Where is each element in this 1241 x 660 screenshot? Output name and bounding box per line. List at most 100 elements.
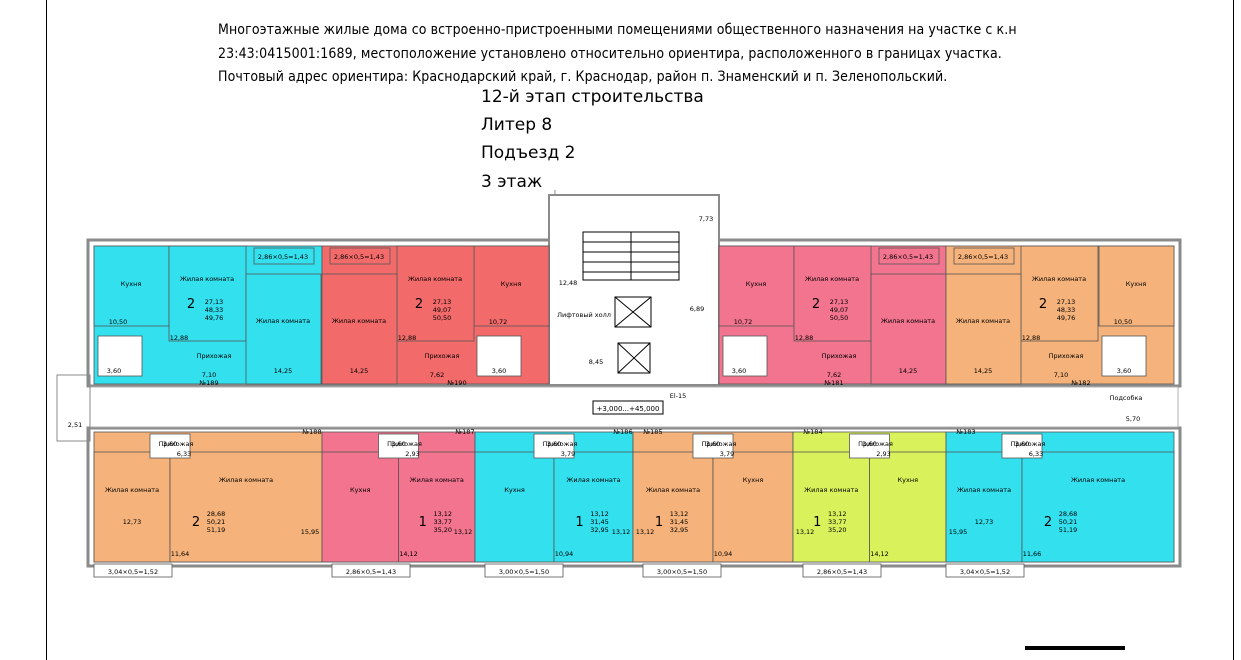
room-left xyxy=(792,451,870,563)
bath-area: 3,60 xyxy=(547,440,561,448)
scale-bar xyxy=(1025,646,1125,650)
hall-label: Прихожая xyxy=(543,440,578,448)
bath-area: 3,60 xyxy=(391,440,405,448)
total-area-with-balcony: 50,50 xyxy=(830,314,849,322)
balcony xyxy=(253,247,315,265)
balcony-size: 2,86×0,5=1,43 xyxy=(958,253,1008,261)
kitchen-label: Кухня xyxy=(121,280,142,288)
balcony-size: 2,86×0,5=1,43 xyxy=(817,568,867,576)
room-right xyxy=(553,451,634,563)
living1-area: 15,95 xyxy=(301,528,320,536)
kitchen-room xyxy=(93,245,170,327)
kitchen-area: 10,94 xyxy=(714,550,733,558)
living-label-2: Жилая комната xyxy=(256,317,310,325)
bathroom xyxy=(97,335,143,377)
balcony-size: 3,04×0,5=1,52 xyxy=(960,568,1010,576)
balcony xyxy=(802,563,882,578)
corridor-area-a: 6,89 xyxy=(690,305,704,313)
room-right xyxy=(869,451,947,563)
kitchen-area: 10,50 xyxy=(1114,318,1133,326)
apartment-number: №185 xyxy=(642,428,662,436)
room-right-label: Жилая комната xyxy=(566,476,620,484)
living-area: 27,13 xyxy=(1057,298,1076,306)
living-area: 13,12 xyxy=(590,510,609,518)
balcony-size: 3,00×0,5=1,50 xyxy=(657,568,707,576)
apartment-number: №186 xyxy=(612,428,632,436)
living-label-1: Жилая комната xyxy=(408,275,462,283)
bathroom xyxy=(1001,433,1043,459)
entrance-title: Подъезд 2 xyxy=(481,143,576,163)
total-area: 33,77 xyxy=(433,518,452,526)
living-room-2 xyxy=(245,273,322,385)
living-room-1 xyxy=(1020,245,1099,342)
living2-area: 14,25 xyxy=(274,367,293,375)
room-count: 2 xyxy=(1039,297,1047,312)
balcony-size: 3,00×0,5=1,50 xyxy=(499,568,549,576)
room-count: 1 xyxy=(575,515,583,530)
room-right xyxy=(1021,451,1175,563)
living-label-1: Жилая комната xyxy=(1032,275,1086,283)
bathroom xyxy=(849,433,890,459)
living-label-1: Жилая комната xyxy=(805,275,859,283)
dim-top: 7,73 xyxy=(699,215,713,223)
kitchen-room xyxy=(718,245,795,327)
elevation-label: +3,000...+45,000 xyxy=(597,405,660,413)
total-area: 49,07 xyxy=(433,306,452,314)
room-count: 2 xyxy=(192,515,200,530)
kitchen-label: Кухня xyxy=(501,280,522,288)
bath-area: 3,60 xyxy=(706,440,720,448)
balcony xyxy=(484,563,564,578)
total-area: 49,07 xyxy=(830,306,849,314)
kitchen-area: 10,72 xyxy=(489,318,508,326)
hall-area: 7,62 xyxy=(827,371,841,379)
apartment-number: №188 xyxy=(301,428,321,436)
balcony-size: 2,86×0,5=1,43 xyxy=(346,568,396,576)
hall-area: 3,79 xyxy=(720,450,734,458)
bath-area: 3,60 xyxy=(1015,440,1029,448)
header-line-3: Почтовый адрес ориентира: Краснодарский … xyxy=(218,69,948,85)
hall-label: Прихожая xyxy=(159,440,194,448)
living-area: 13,12 xyxy=(433,510,452,518)
room-count: 1 xyxy=(419,515,427,530)
total-area: 48,33 xyxy=(1057,306,1076,314)
total-area: 31,45 xyxy=(670,518,689,526)
balcony xyxy=(331,563,411,578)
hall-area: 7,10 xyxy=(202,371,216,379)
bathroom xyxy=(722,335,768,377)
bath-area: 3,60 xyxy=(163,440,177,448)
room-count: 1 xyxy=(655,515,663,530)
living-label-1: Жилая комната xyxy=(180,275,234,283)
stair-area: 12,48 xyxy=(559,279,578,287)
hall-area: 7,10 xyxy=(1054,371,1068,379)
bathroom xyxy=(533,433,575,459)
living-area: 28,68 xyxy=(207,510,226,518)
living-area: 27,13 xyxy=(433,298,452,306)
hall-label: Прихожая xyxy=(1011,440,1046,448)
room-left-label: Жилая комната xyxy=(804,486,858,494)
drawing-frame xyxy=(46,0,1234,660)
bath-area: 3,60 xyxy=(732,367,746,375)
living1-area: 13,12 xyxy=(454,528,473,536)
floor-title: 3 этаж xyxy=(481,172,543,192)
living-room-1 xyxy=(168,245,247,342)
hall-label: Прихожая xyxy=(858,440,893,448)
kitchen-room xyxy=(473,245,550,327)
hall-area: 6,33 xyxy=(177,450,191,458)
living-area: 27,13 xyxy=(205,298,224,306)
balcony xyxy=(953,247,1015,265)
kitchen-area: 10,50 xyxy=(109,318,128,326)
room-right-label: Кухня xyxy=(898,476,919,484)
bathroom xyxy=(476,335,522,377)
hall-label: Прихожая xyxy=(1049,352,1084,360)
el-label: El-15 xyxy=(670,392,687,400)
apartment-number: №182 xyxy=(1070,379,1090,387)
apartment-number: №183 xyxy=(955,428,975,436)
room-right xyxy=(712,451,794,563)
balcony-size: 2,86×0,5=1,43 xyxy=(883,253,933,261)
hall-label: Прихожая xyxy=(822,352,857,360)
living2-area: 12,73 xyxy=(975,518,994,526)
total-area-with-balcony: 50,50 xyxy=(433,314,452,322)
